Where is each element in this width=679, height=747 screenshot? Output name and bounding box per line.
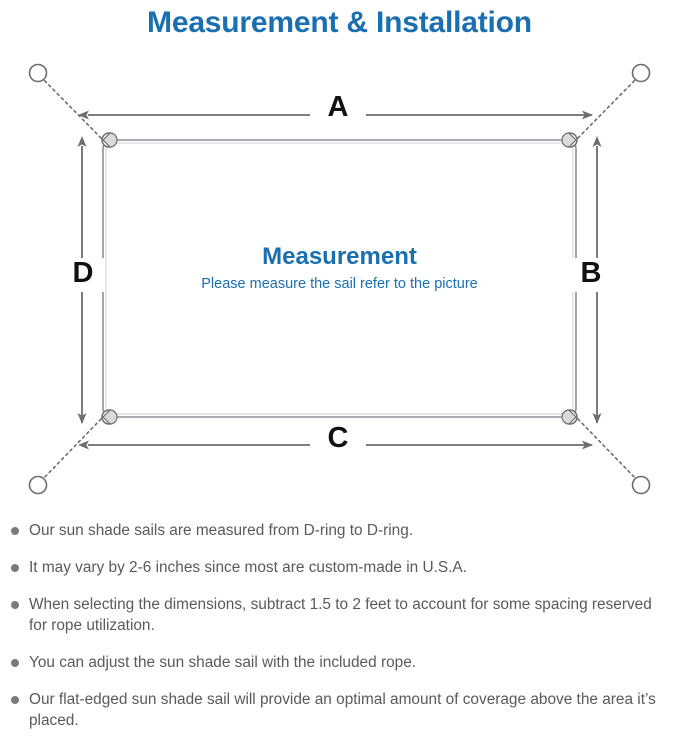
measurement-heading: Measurement	[262, 243, 417, 270]
note-text: You can adjust the sun shade sail with t…	[29, 654, 417, 671]
rope-bottom-left	[40, 418, 102, 482]
list-item: It may vary by 2-6 inches since most are…	[0, 557, 679, 578]
note-text: It may vary by 2-6 inches since most are…	[29, 559, 467, 576]
note-text: Our sun shade sails are measured from D-…	[29, 522, 414, 539]
d-ring-top-left-icon	[101, 132, 118, 148]
dimension-label-d: D	[62, 258, 104, 292]
diagram-canvas	[28, 63, 651, 495]
list-item: Our sun shade sails are measured from D-…	[0, 520, 679, 541]
anchor-ring-bottom-left-icon	[28, 475, 48, 495]
bullet-icon	[11, 527, 19, 535]
rope-top-left	[40, 76, 102, 139]
anchor-ring-top-left-icon	[28, 63, 48, 83]
notes-list: Our sun shade sails are measured from D-…	[0, 520, 679, 747]
list-item: When selecting the dimensions, subtract …	[0, 594, 679, 636]
dimension-label-a: A	[310, 92, 366, 124]
measurement-subtext: Please measure the sail refer to the pic…	[201, 276, 478, 292]
rope-bottom-right	[577, 418, 639, 482]
list-item: Our flat-edged sun shade sail will provi…	[0, 689, 679, 731]
d-ring-bottom-right-icon	[561, 409, 578, 425]
note-text: Our flat-edged sun shade sail will provi…	[29, 691, 656, 729]
sail-measurement-diagram: Measurement Please measure the sail refe…	[0, 48, 679, 510]
bullet-icon	[11, 601, 19, 609]
rope-top-right	[577, 76, 639, 139]
anchor-ring-bottom-right-icon	[631, 475, 651, 495]
d-ring-bottom-left-icon	[101, 409, 118, 425]
dimension-label-b: B	[570, 258, 612, 292]
page-title: Measurement & Installation	[147, 6, 532, 39]
note-text: When selecting the dimensions, subtract …	[29, 596, 652, 634]
dimension-label-c: C	[310, 423, 366, 455]
list-item: You can adjust the sun shade sail with t…	[0, 652, 679, 673]
bullet-icon	[11, 696, 19, 704]
bullet-icon	[11, 564, 19, 572]
bullet-icon	[11, 659, 19, 667]
anchor-ring-top-right-icon	[631, 63, 651, 83]
d-ring-top-right-icon	[561, 132, 578, 148]
